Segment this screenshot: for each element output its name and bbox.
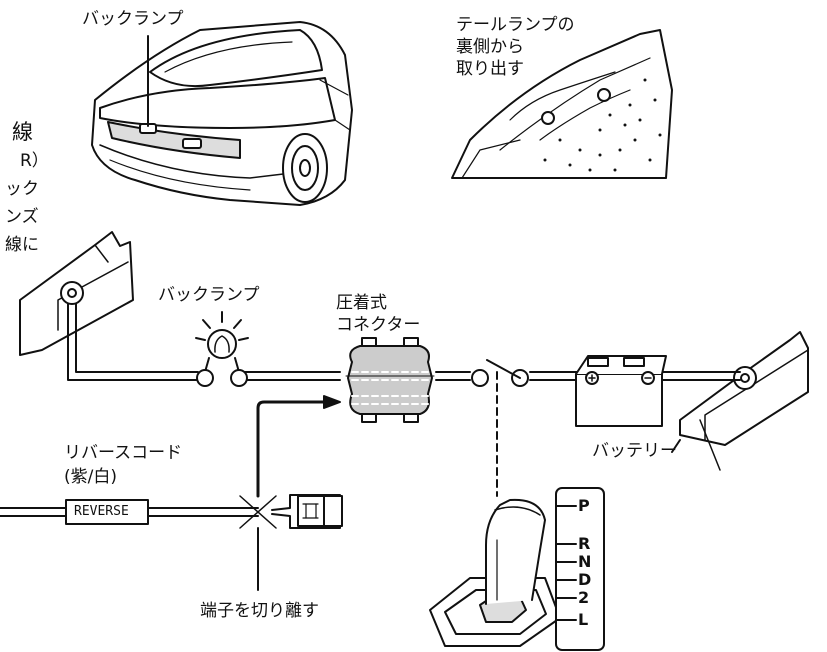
crimp-connector-symbol (345, 337, 435, 423)
back-lamp-symbol (195, 311, 249, 387)
gear-r-label: R (578, 534, 591, 553)
reverse-cord-wiring (0, 395, 343, 591)
gear-2-label: 2 (578, 588, 590, 607)
back-lamp-label-top: バックランプ (82, 9, 184, 29)
tail-lamp-note-line1: テールランプの (456, 15, 575, 35)
gear-p-label: P (578, 496, 590, 515)
left-ground-bracket (19, 231, 134, 356)
battery-label: バッテリー (592, 441, 677, 461)
reverse-cord-label: リバースコード (64, 443, 183, 463)
tail-lamp-note-line2: 裏側から (456, 37, 524, 57)
right-ground-bracket (679, 331, 809, 471)
trunk-interior-illustration (451, 29, 673, 179)
gear-shifter-illustration (429, 498, 561, 647)
back-lamp-label: バックランプ (158, 285, 260, 305)
side-text-line3: ック (5, 179, 39, 199)
cut-terminal-label: 端子を切り離す (200, 601, 319, 621)
side-text-line2: R） (20, 151, 49, 171)
gear-n-label: N (578, 552, 592, 571)
battery-symbol (575, 355, 667, 427)
gear-l-label: L (578, 610, 589, 629)
crimp-connector-label-line1: 圧着式 (336, 293, 387, 313)
side-text-line1: 線 (12, 120, 33, 144)
main-wiring (67, 303, 741, 381)
side-text-line5: 線に (5, 235, 39, 255)
battery-pointer (671, 439, 681, 453)
tail-lamp-note-line3: 取り出す (456, 59, 524, 79)
reverse-tag-box (65, 499, 149, 525)
car-rear-illustration (91, 21, 353, 206)
side-text-line4: ンズ (5, 207, 39, 227)
gear-d-label: D (578, 570, 592, 589)
inhibitor-switch-symbol (471, 359, 529, 497)
reverse-cord-color: (紫/白) (64, 467, 117, 487)
reverse-tag-text: REVERSE (74, 504, 129, 519)
crimp-connector-label-line2: コネクター (336, 315, 421, 335)
gear-indicator-panel (555, 487, 605, 651)
